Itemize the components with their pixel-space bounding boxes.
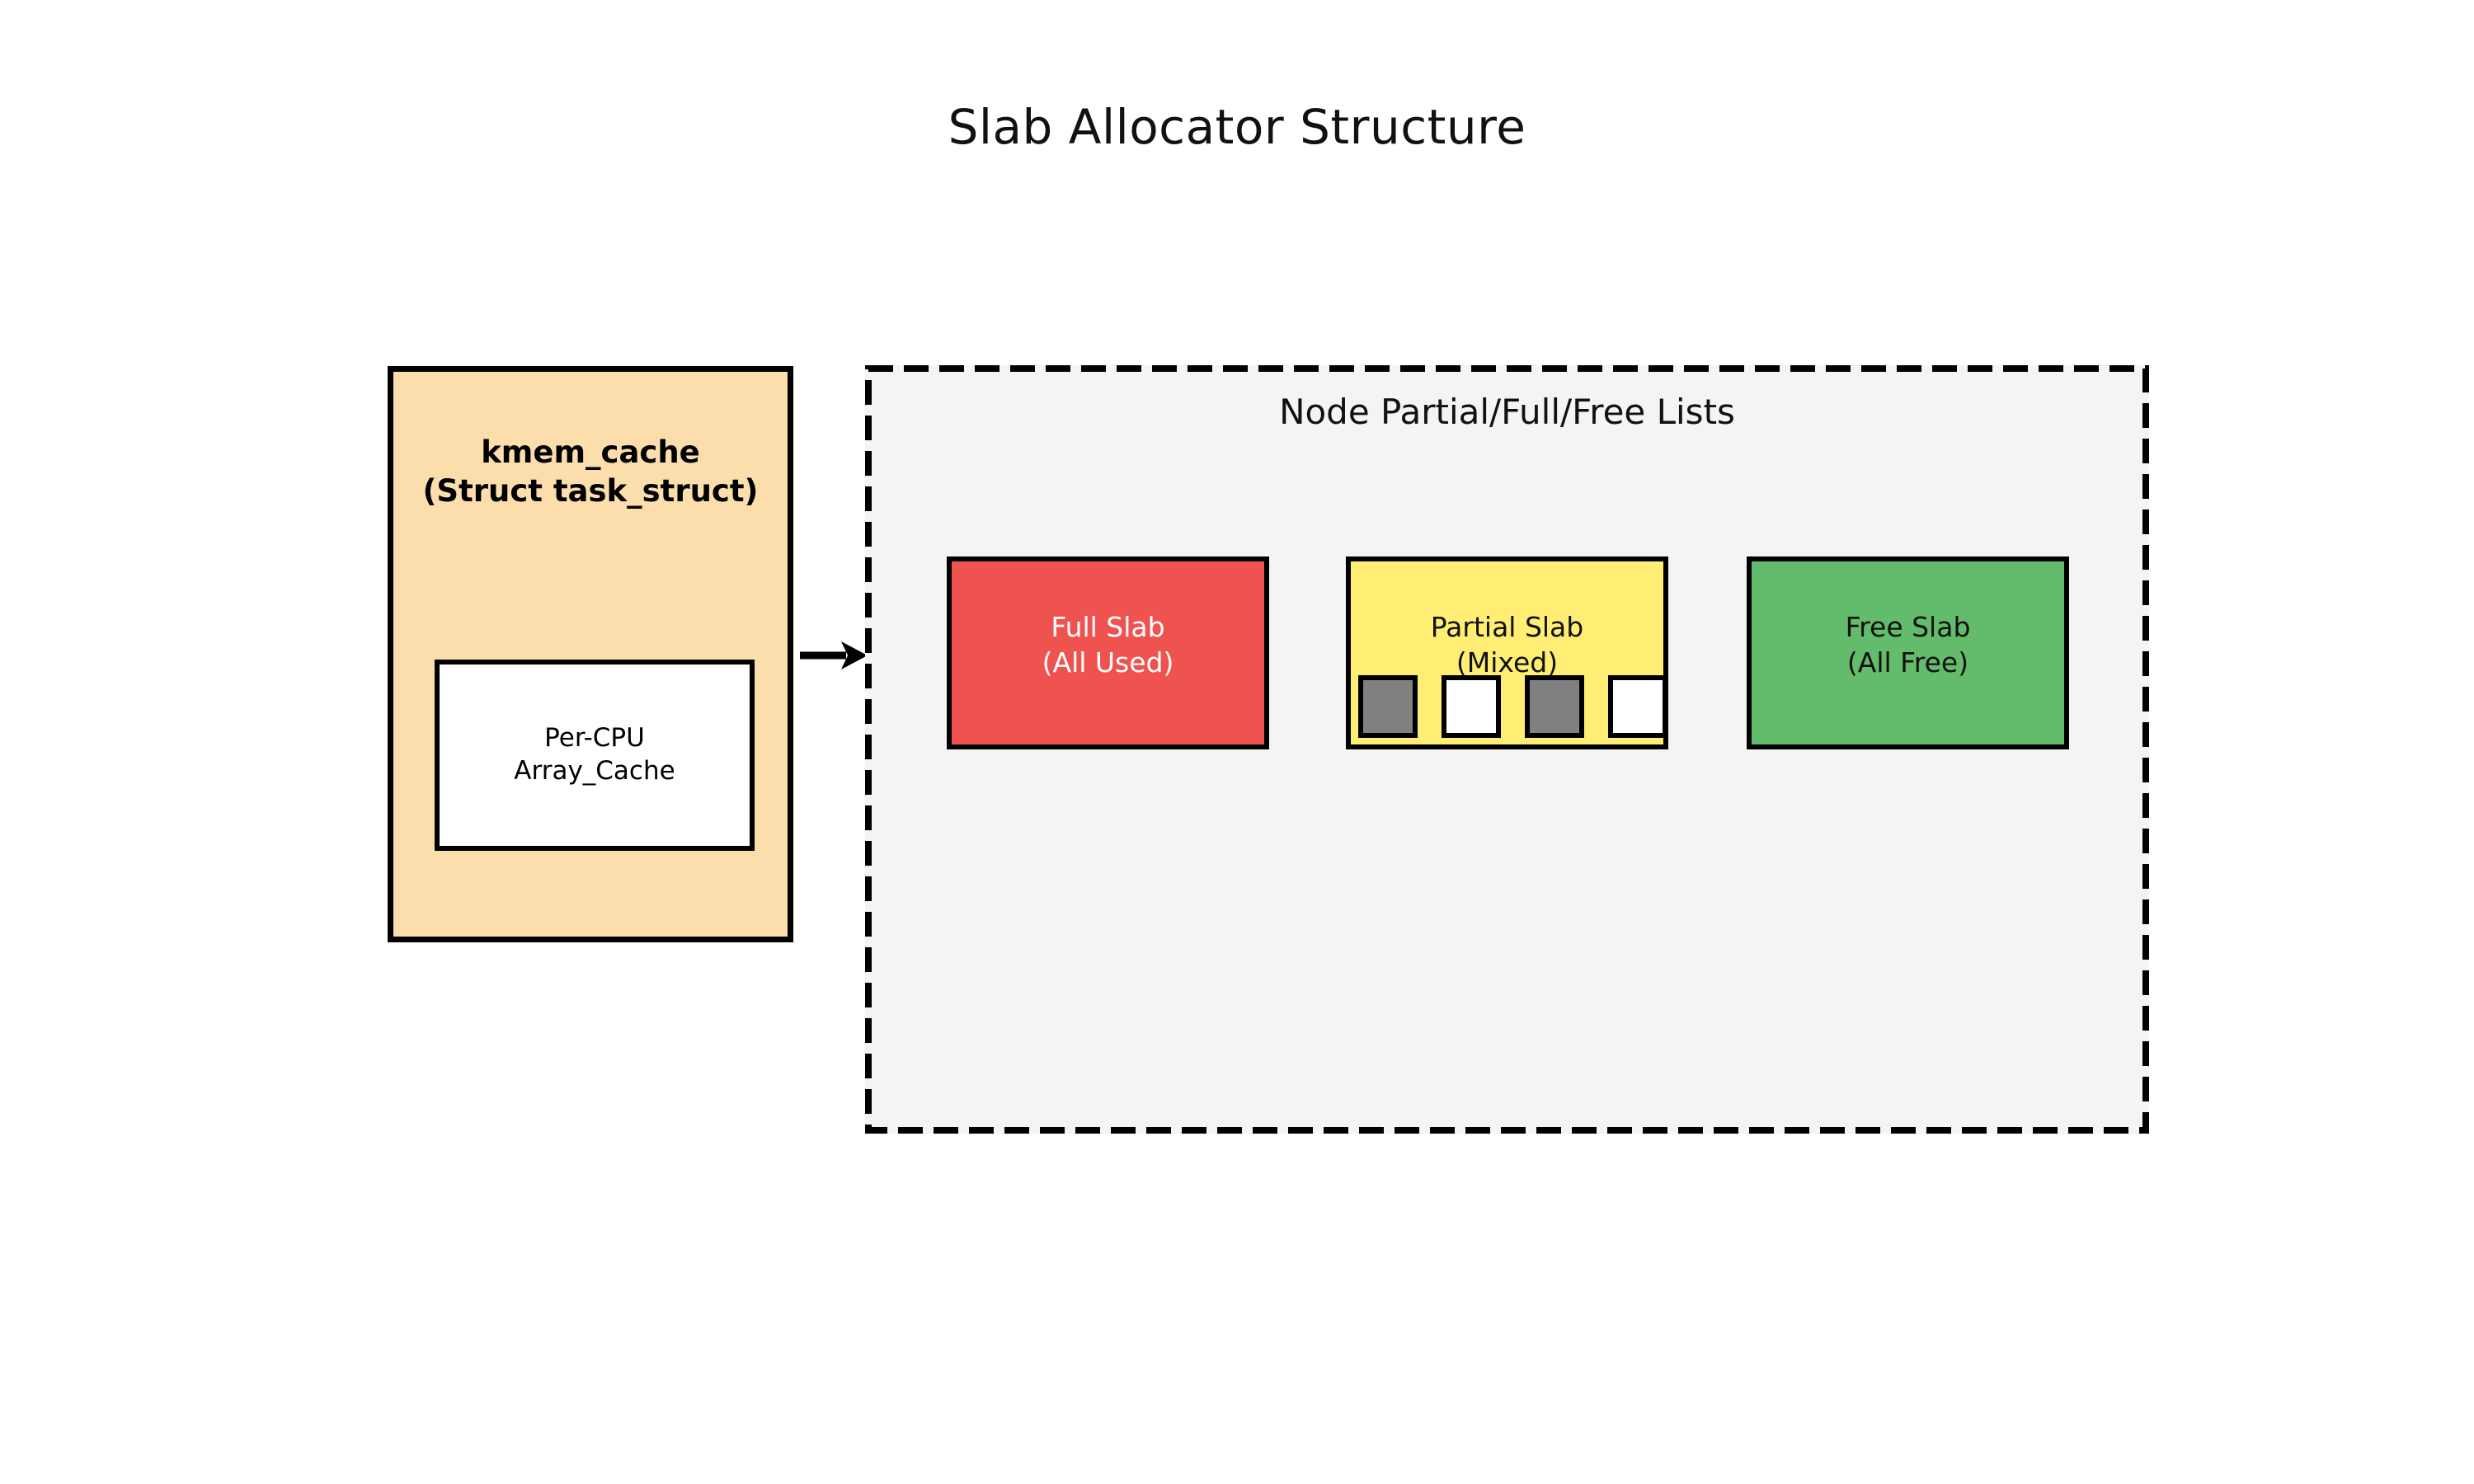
- per-cpu-array-cache-label: Per-CPU Array_Cache: [514, 723, 675, 786]
- free-slab-label: Free Slab (All Free): [1845, 611, 1971, 679]
- partial-slab-objects: [1358, 675, 1663, 741]
- page-title: Slab Allocator Structure: [948, 99, 1526, 155]
- node-lists-title: Node Partial/Full/Free Lists: [1279, 392, 1735, 432]
- slab-object-free: [1608, 675, 1663, 738]
- partial-slab-box: Partial Slab (Mixed): [1346, 556, 1668, 749]
- slab-object-used: [1358, 675, 1418, 738]
- cache-to-node-arrow-icon: [800, 641, 868, 669]
- full-slab-label: Full Slab (All Used): [1042, 611, 1174, 679]
- partial-slab-label: Partial Slab (Mixed): [1430, 611, 1584, 679]
- node-lists-container: Node Partial/Full/Free Lists Full Slab (…: [865, 365, 2149, 1134]
- full-slab-box: Full Slab (All Used): [947, 556, 1269, 749]
- node-lists-dashed-border: [865, 365, 2149, 1134]
- slab-object-used: [1525, 675, 1584, 738]
- slab-object-free: [1442, 675, 1501, 738]
- kmem-cache-label: kmem_cache (Struct task_struct): [422, 434, 759, 510]
- kmem-cache-box: kmem_cache (Struct task_struct) Per-CPU …: [388, 366, 793, 942]
- free-slab-box: Free Slab (All Free): [1747, 556, 2069, 749]
- per-cpu-array-cache-box: Per-CPU Array_Cache: [435, 660, 755, 851]
